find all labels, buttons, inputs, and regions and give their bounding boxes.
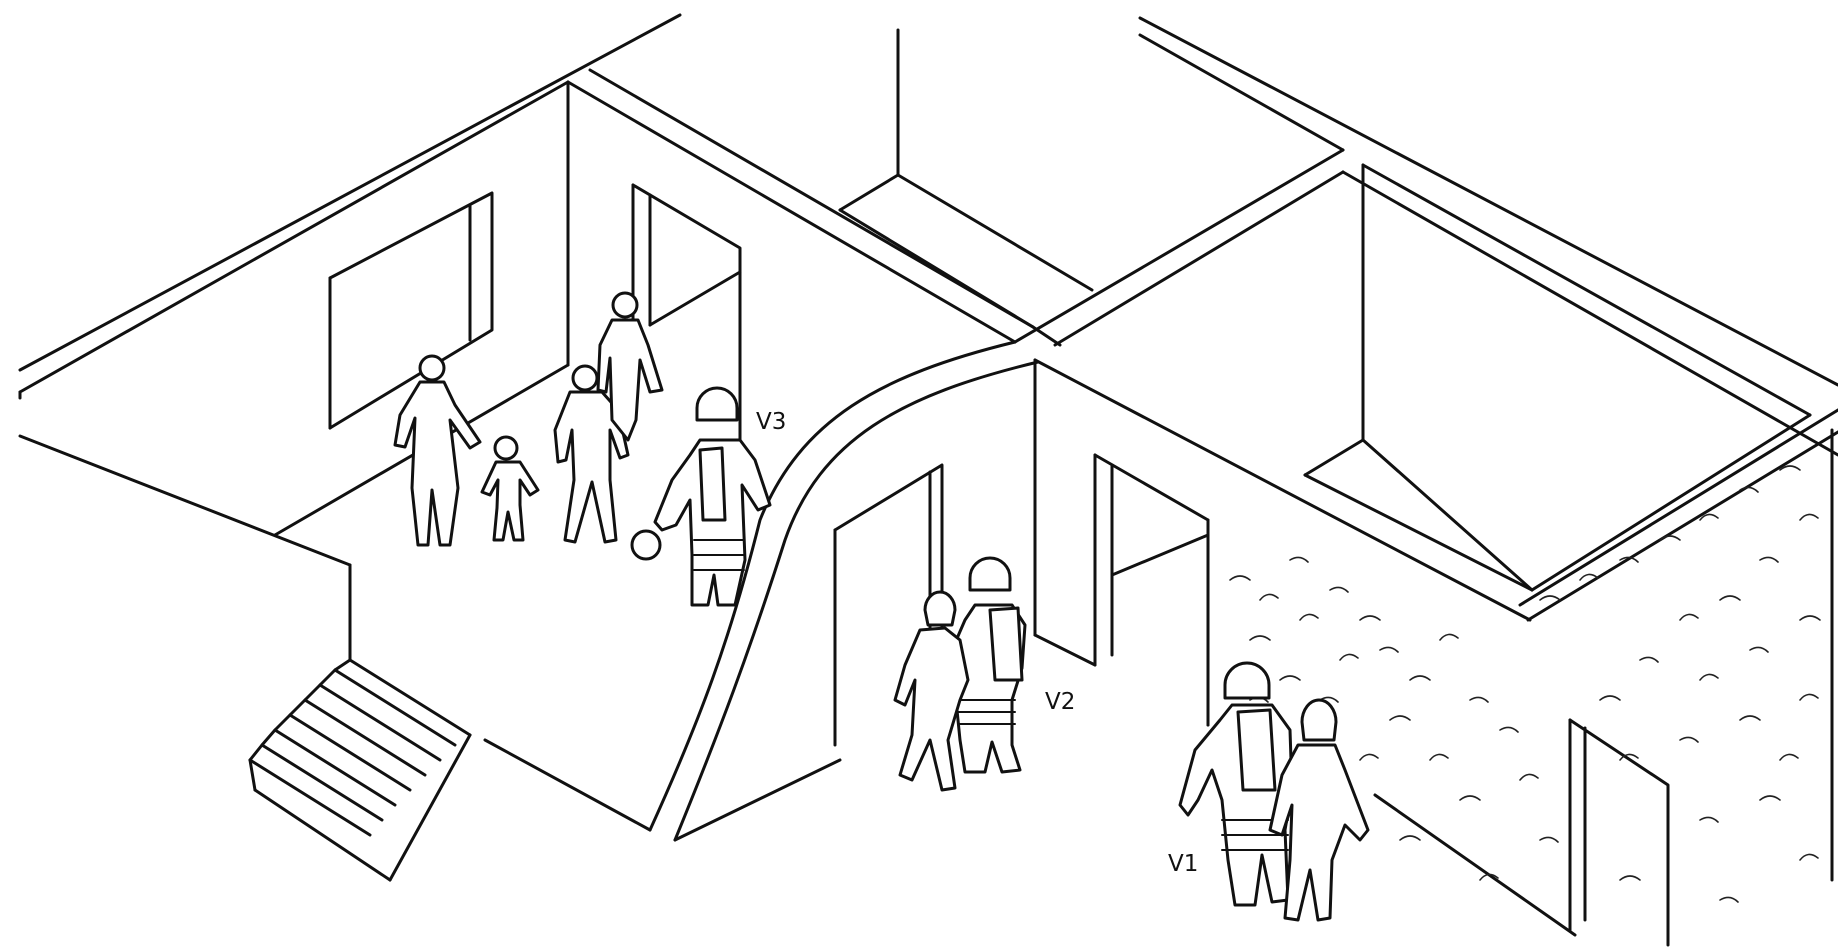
window (330, 193, 492, 428)
right-doorway (1570, 720, 1668, 945)
middle-wall (568, 30, 1092, 342)
staircase (250, 660, 650, 880)
right-back-room (1305, 165, 1810, 590)
label-v3: V3 (756, 411, 786, 434)
middle-room (675, 360, 1530, 840)
left-room (20, 82, 568, 660)
label-v2: V2 (1045, 691, 1075, 714)
child-figure (482, 437, 538, 540)
right-corridor-wall (1520, 410, 1838, 880)
person-rescued-v2-figure (895, 592, 968, 790)
woman-figure (395, 356, 480, 545)
back-doorway (633, 185, 740, 470)
central-cross-wall (1015, 150, 1343, 345)
label-v1: V1 (1168, 853, 1198, 876)
top-wall-left (20, 15, 680, 392)
firefighter-v3-figure (632, 388, 770, 605)
doorway-v1 (1095, 455, 1208, 725)
